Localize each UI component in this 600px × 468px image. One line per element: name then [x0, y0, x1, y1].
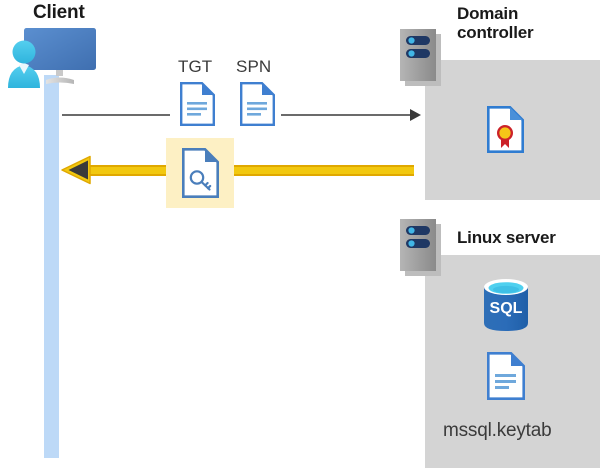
tgt-document-icon [180, 82, 215, 126]
response-arrow-bar-right [228, 167, 414, 174]
domain-controller-label-line1: Domain [457, 4, 519, 23]
sql-database-icon: SQL [481, 278, 531, 332]
linux-server-rack-icon [400, 219, 446, 281]
client-lifeline [44, 75, 59, 458]
response-arrowhead-icon [60, 154, 92, 186]
tgt-label: TGT [178, 57, 213, 76]
spn-label: SPN [236, 57, 272, 76]
ticket-key-document-icon [182, 148, 219, 198]
certificate-document-icon [487, 106, 524, 153]
request-arrow-line-left [62, 114, 170, 116]
client-label: Client [33, 2, 85, 23]
client-user-at-computer-icon [4, 26, 100, 88]
domain-controller-label: Domain controller [457, 4, 534, 43]
linux-server-label: Linux server [457, 228, 556, 247]
request-arrowhead-icon [410, 109, 421, 121]
response-arrow-bar-left [84, 167, 172, 174]
keytab-label: mssql.keytab [443, 420, 552, 441]
spn-document-icon [240, 82, 275, 126]
domain-controller-server-rack-icon [400, 29, 446, 91]
domain-controller-label-line2: controller [457, 23, 534, 43]
keytab-document-icon [487, 352, 525, 400]
svg-text:SQL: SQL [490, 300, 523, 317]
request-arrow-line-right [281, 114, 411, 116]
